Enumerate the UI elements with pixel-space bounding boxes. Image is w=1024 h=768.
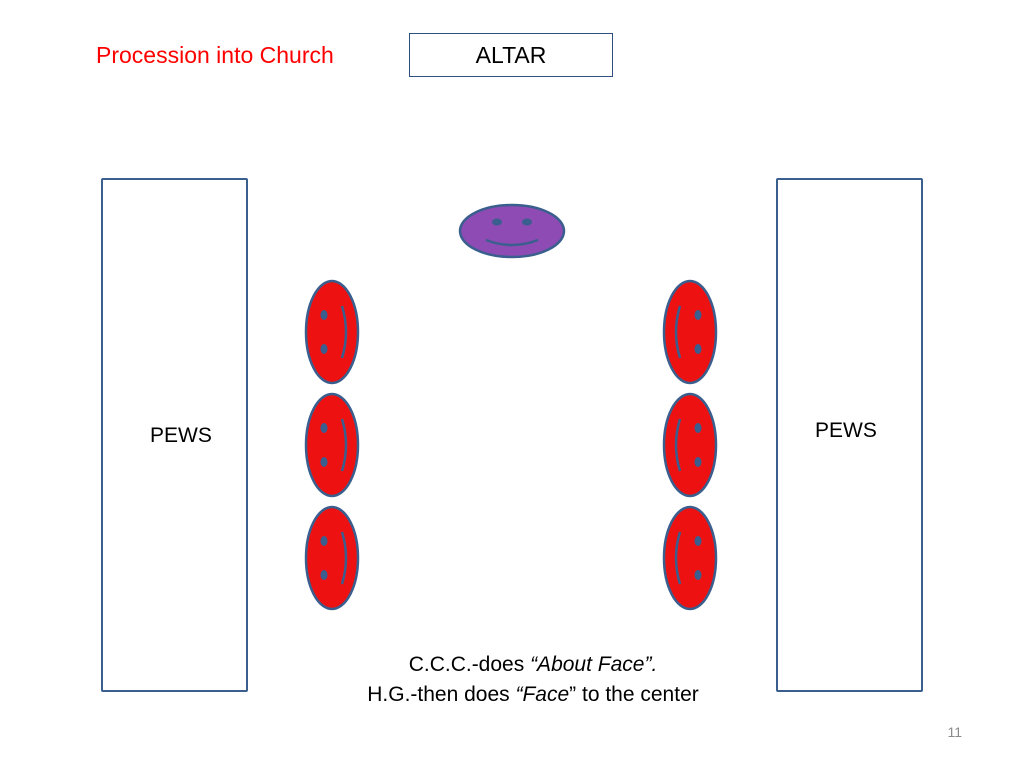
left-figure-3	[304, 505, 360, 611]
caption: C.C.C.-does “About Face”. H.G.-then does…	[300, 650, 766, 710]
right-figure-head	[662, 279, 718, 385]
pews-left-label: PEWS	[150, 424, 212, 447]
left-figure-mouth	[340, 305, 348, 359]
right-figure-mouth	[674, 418, 682, 472]
leader-eye-left	[492, 218, 502, 226]
caption-line-1-text: C.C.C.-does	[408, 653, 531, 676]
right-figure-eye	[694, 310, 702, 320]
right-figure-head	[662, 392, 718, 498]
left-figure-mouth	[340, 531, 348, 585]
right-figure-3	[662, 505, 718, 611]
pews-left	[101, 178, 248, 692]
right-figure-eye	[694, 457, 702, 467]
left-figure-column	[304, 279, 360, 611]
altar-label: ALTAR	[475, 41, 547, 68]
caption-line-2-emphasis: “Face	[515, 683, 570, 706]
left-figure-head	[304, 505, 360, 611]
right-figure-2	[662, 392, 718, 498]
pews-right-label: PEWS	[815, 419, 877, 442]
caption-line-1-emphasis: “About Face”.	[530, 653, 658, 676]
caption-line-1: C.C.C.-does “About Face”.	[300, 650, 766, 680]
left-figure-eye	[320, 570, 328, 580]
left-figure-2	[304, 392, 360, 498]
slide-title: Procession into Church	[96, 42, 334, 68]
caption-line-2-end: ” to the center	[569, 683, 699, 706]
left-figure-1	[304, 279, 360, 385]
pews-right	[776, 178, 923, 692]
right-figure-eye	[694, 570, 702, 580]
right-figure-mouth	[674, 531, 682, 585]
left-figure-mouth	[340, 418, 348, 472]
left-figure-head	[304, 279, 360, 385]
leader-figure	[458, 203, 566, 259]
caption-line-2: H.G.-then does “Face” to the center	[300, 680, 766, 710]
left-figure-eye	[320, 344, 328, 354]
left-figure-eye	[320, 423, 328, 433]
leader-smile	[485, 238, 539, 247]
right-figure-mouth	[674, 305, 682, 359]
leader-eye-right	[522, 218, 532, 226]
left-figure-eye	[320, 310, 328, 320]
right-figure-eye	[694, 344, 702, 354]
right-figure-column	[662, 279, 718, 611]
slide-number: 11	[947, 724, 962, 740]
left-figure-eye	[320, 457, 328, 467]
leader-head	[458, 203, 566, 259]
right-figure-eye	[694, 423, 702, 433]
altar-box: ALTAR	[409, 33, 613, 77]
left-figure-eye	[320, 536, 328, 546]
left-figure-head	[304, 392, 360, 498]
right-figure-1	[662, 279, 718, 385]
right-figure-head	[662, 505, 718, 611]
right-figure-eye	[694, 536, 702, 546]
caption-line-2-text: H.G.-then does	[367, 683, 516, 706]
